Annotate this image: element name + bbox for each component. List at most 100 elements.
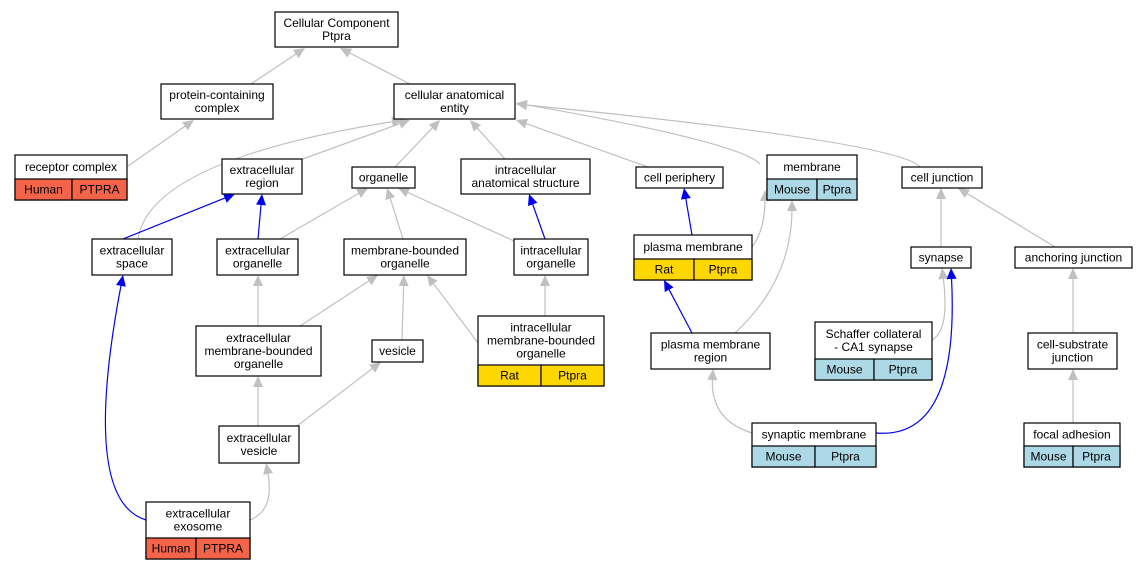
edge-intracellular-mb-organelle-to-intracellular-organelle <box>540 275 550 316</box>
edge-membrane-bounded-organelle-to-organelle-arrowhead <box>385 188 396 200</box>
edge-synaptic-membrane-to-plasma-membrane-region <box>707 369 753 434</box>
term-box <box>343 238 467 276</box>
species-tag-label: Human <box>24 183 63 197</box>
term-label-line: focal adhesion <box>1033 428 1110 442</box>
term-label-line: extracellular <box>226 331 291 345</box>
term-label-line: complex <box>195 101 240 115</box>
term-label-line: anchoring junction <box>1025 251 1122 265</box>
term-label-line: extracellular <box>166 507 231 521</box>
gene-tag-label: PTPRA <box>79 183 119 197</box>
term-box <box>1027 332 1118 370</box>
edge-cell-periphery-to-cellular-anatomical-entity-arrowhead <box>516 118 529 129</box>
edge-organelle-to-cellular-anatomical-entity-arrowhead <box>428 120 440 132</box>
term-node-intracellular-mb-organelle[interactable]: intracellularmembrane-boundedorganelleRa… <box>477 315 605 387</box>
species-tag-label: Rat <box>500 369 519 383</box>
edge-synaptic-membrane-to-synapse <box>875 268 957 434</box>
term-label-line: synapse <box>919 251 964 265</box>
edge-anchoring-junction-to-cell-junction-line <box>965 192 1056 248</box>
edge-plasma-membrane-region-to-plasma-membrane-arrowhead <box>664 280 674 293</box>
term-node-vesicle[interactable]: vesicle <box>371 339 424 363</box>
term-node-cell-junction[interactable]: cell junction <box>901 166 983 189</box>
term-node-anchoring-junction[interactable]: anchoring junction <box>1014 246 1133 269</box>
edge-protein-complex-to-root-arrowhead <box>293 48 305 59</box>
term-label-line: intracellular <box>510 321 571 335</box>
edge-layer <box>104 48 1078 521</box>
term-label-line: region <box>245 176 278 190</box>
term-box <box>460 158 591 195</box>
term-box <box>221 158 303 195</box>
edge-extracellular-exosome-to-extracellular-vesicle-arrowhead <box>263 463 273 475</box>
term-label-line: plasma membrane <box>643 240 743 254</box>
edge-synaptic-membrane-to-plasma-membrane-region-arrowhead <box>707 369 718 381</box>
edge-extracellular-vesicle-to-extracellular-mb-organelle-arrowhead <box>253 376 263 387</box>
edge-cell-junction-to-cellular-anatomical-entity <box>516 100 921 168</box>
term-node-organelle[interactable]: organelle <box>351 166 416 189</box>
term-label-line: Cellular Component <box>283 16 390 30</box>
edge-plasma-membrane-region-to-membrane-arrowhead <box>787 200 797 211</box>
term-label-line: - CA1 synapse <box>834 340 913 354</box>
term-box <box>901 166 983 189</box>
term-label-line: Ptpra <box>322 29 351 43</box>
edge-intracellular-organelle-to-intracellular-anatomical-structure-line <box>531 202 546 240</box>
edge-cellular-anatomical-entity-to-root-line <box>347 51 411 85</box>
term-box <box>393 83 516 120</box>
term-label-line: cell junction <box>911 171 974 185</box>
gene-tag-cell <box>816 178 858 201</box>
term-box <box>513 238 589 276</box>
edge-cell-substrate-junction-to-anchoring-junction-arrowhead <box>1068 268 1078 279</box>
edge-organelle-to-cellular-anatomical-entity-line <box>394 126 435 168</box>
edge-schaffer-synapse-to-synapse-line <box>931 276 946 341</box>
term-box <box>635 166 724 189</box>
term-label-line: organelle <box>516 347 566 361</box>
edge-synapse-to-cell-junction <box>936 188 946 247</box>
edge-schaffer-synapse-to-synapse <box>931 268 949 341</box>
edge-protein-complex-to-root-line <box>250 52 298 85</box>
edge-extracellular-mb-organelle-to-extracellular-organelle-arrowhead <box>253 275 263 286</box>
edge-focal-adhesion-to-cell-substrate-junction-arrowhead <box>1068 369 1078 380</box>
term-node-cell-periphery[interactable]: cell periphery <box>635 166 724 189</box>
term-label-line: organelle <box>359 171 409 185</box>
term-box <box>218 425 300 464</box>
edge-extracellular-region-to-cellular-anatomical-entity-line <box>299 122 402 161</box>
edge-extracellular-organelle-to-extracellular-region-arrowhead <box>256 194 267 206</box>
edge-plasma-membrane-region-to-plasma-membrane-line <box>667 287 693 334</box>
edge-extracellular-organelle-to-extracellular-region-line <box>257 202 262 240</box>
edge-extracellular-region-to-cellular-anatomical-entity-arrowhead <box>397 119 410 129</box>
edge-cell-substrate-junction-to-anchoring-junction <box>1068 268 1078 333</box>
edge-extracellular-space-to-extracellular-region <box>122 193 235 240</box>
edge-intracellular-organelle-to-organelle-line <box>405 191 515 242</box>
term-label-line: entity <box>440 101 469 115</box>
term-node-synapse[interactable]: synapse <box>910 246 972 269</box>
edge-schaffer-synapse-to-synapse-arrowhead <box>938 268 949 280</box>
edge-intracellular-anatomical-structure-to-cellular-anatomical-entity <box>470 120 506 160</box>
edge-cell-periphery-to-cellular-anatomical-entity-line <box>524 122 649 168</box>
term-label-line: protein-containing <box>169 88 264 102</box>
term-label-line: extracellular <box>100 244 165 258</box>
edge-membrane-bounded-organelle-to-organelle <box>385 188 404 240</box>
edge-intracellular-mb-organelle-to-membrane-bounded-organelle-arrowhead <box>427 275 438 287</box>
gene-tag-cell <box>814 445 877 468</box>
species-tag-label: Mouse <box>826 363 862 377</box>
gene-tag-label: PTPRA <box>203 542 243 556</box>
edge-protein-complex-to-root <box>250 48 305 85</box>
